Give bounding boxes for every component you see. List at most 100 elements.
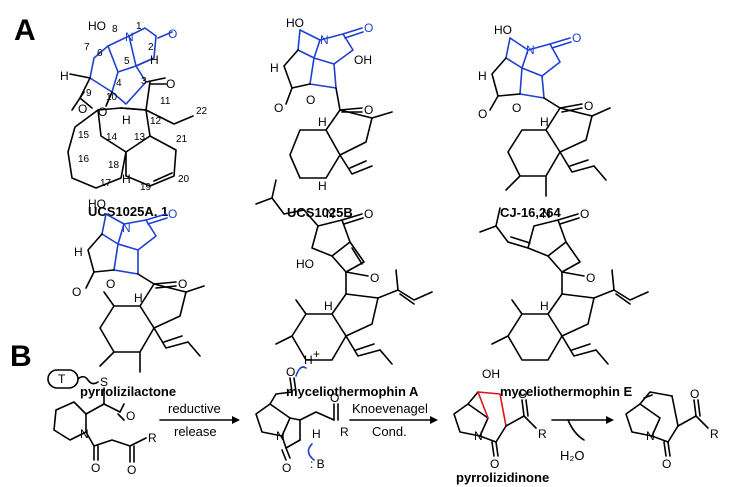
cj16264-o-lactone: O — [512, 101, 521, 115]
step2-label-top: Knoevenagel — [352, 401, 428, 416]
pyrrolizilactone-o-ketone: O — [178, 277, 187, 291]
ucs1025a-h18: H — [122, 172, 131, 186]
num-1: 1 — [136, 21, 142, 32]
intermediate-r: R — [340, 425, 349, 439]
pyrrolizilactone-o-carbonyl: O — [72, 285, 81, 299]
label-pyrrolizilactone: pyrrolizilactone — [80, 384, 176, 399]
ucs1025a-o-lactone: O — [98, 105, 107, 119]
step1-label-bottom: release — [174, 424, 217, 439]
pyrrolizidinone-oh: OH — [482, 367, 500, 381]
structure-myceliothermophin-e — [479, 207, 649, 365]
num-20: 20 — [178, 174, 190, 185]
product-o-ketone: O — [690, 387, 699, 401]
curly-arrow-deprotonation — [307, 443, 315, 461]
pyrrolizilactone-h13: H — [134, 291, 143, 305]
ucs1025a-ho: HO — [88, 19, 106, 33]
structure-aldehyde-intermediate — [255, 377, 339, 461]
panel-label-b: B — [10, 340, 32, 373]
cj16264-n: N — [526, 43, 535, 57]
num-15: 15 — [78, 130, 90, 141]
myceliothermophin-a-o-lactam: O — [364, 207, 373, 221]
ucs1025a-n: N — [125, 30, 134, 44]
precursor-n: N — [80, 427, 89, 441]
ucs1025a-o-carbonyl: O — [78, 102, 87, 116]
myceliothermophin-e-o-ketone: O — [586, 271, 595, 285]
num-22: 22 — [196, 106, 208, 117]
num-17: 17 — [100, 178, 112, 189]
pyrrolizilactone-n: N — [122, 221, 131, 235]
label-ucs1025b: UCS1025B — [287, 205, 353, 220]
product-n: N — [646, 429, 655, 443]
num-2: 2 — [148, 42, 154, 53]
num-6: 6 — [97, 48, 103, 59]
num-13: 13 — [134, 132, 146, 143]
ucs1025b-o-lactam: O — [364, 21, 373, 35]
ucs1025b-n: N — [320, 33, 329, 47]
step2-label-bottom: Cond. — [372, 424, 407, 439]
panel-label-a: A — [14, 14, 36, 47]
precursor-o1: O — [91, 461, 100, 475]
intermediate-n: N — [276, 429, 285, 443]
ucs1025a-h13: H — [122, 113, 131, 127]
precursor-o-thioester: O — [126, 409, 135, 423]
product-o-amide: O — [662, 457, 671, 471]
ucs1025b-oh: OH — [354, 53, 372, 67]
structure-ucs1025b — [283, 27, 393, 179]
precursor-o2: O — [127, 463, 136, 477]
myceliothermophin-a-ho: HO — [296, 257, 314, 271]
myceliothermophin-e-h: H — [540, 299, 549, 313]
structure-cj16264 — [489, 37, 611, 197]
myceliothermophin-a-o-ketone: O — [370, 271, 379, 285]
ucs1025a-o-lactam: O — [168, 27, 177, 41]
label-pyrrolizidinone: pyrrolizidinone — [456, 470, 549, 485]
pyrrolizilactone-h6: H — [74, 245, 83, 259]
precursor-r: R — [148, 431, 157, 445]
proton-plus: + — [313, 347, 320, 361]
num-8: 8 — [112, 24, 118, 35]
label-cj16264: CJ-16,264 — [500, 205, 561, 220]
product-r: R — [710, 427, 719, 441]
ucs1025a-h3: H — [150, 53, 159, 67]
label-myceliothermophin-a: myceliothermophin A — [286, 384, 419, 399]
myceliothermophin-a-nh: N — [326, 207, 335, 221]
intermediate-o-amide: O — [282, 461, 291, 475]
num-16: 16 — [78, 154, 90, 165]
pyrrolizidinone-r: R — [538, 427, 547, 441]
num-12: 12 — [150, 116, 162, 127]
ucs1025b-h6: H — [270, 61, 279, 75]
cj16264-o-lactam: O — [572, 31, 581, 45]
ucs1025b-ho: HO — [286, 16, 304, 30]
cj16264-h13: H — [540, 115, 549, 129]
aldehyde-o: O — [286, 365, 295, 379]
num-19: 19 — [140, 182, 152, 193]
structure-thioester-precursor — [47, 369, 147, 463]
pyrrolizilactone-o-lactone: O — [106, 277, 115, 291]
structure-ucs1025a — [67, 27, 194, 189]
cj16264-o-carbonyl: O — [478, 107, 487, 121]
precursor-s: S — [100, 375, 108, 389]
ucs1025b-o-lactone: O — [306, 93, 315, 107]
pyrrolizilactone-o-lactam: O — [168, 207, 177, 221]
num-11: 11 — [160, 96, 171, 107]
structure-final-product — [625, 391, 709, 457]
proton-h: H — [304, 353, 313, 367]
structure-pyrrolizidinone — [453, 391, 537, 457]
pyrrolizidinone-o-ketone: O — [518, 387, 527, 401]
ucs1025b-h13: H — [318, 115, 327, 129]
cj16264-o-ketone: O — [584, 99, 593, 113]
thiolation-domain-t: T — [58, 372, 66, 386]
curly-arrow-protonation — [295, 366, 307, 377]
num-18: 18 — [108, 160, 120, 171]
cj16264-h6: H — [478, 69, 487, 83]
myceliothermophin-e-o-lactam: O — [580, 207, 589, 221]
num-4: 4 — [116, 78, 122, 89]
intermediate-o-ketone: O — [330, 391, 339, 405]
step1-label-top: reductive — [168, 401, 221, 416]
structure-pyrrolizilactone — [85, 213, 205, 373]
num-7: 7 — [84, 42, 90, 53]
intermediate-h-alpha: H — [312, 427, 321, 441]
ucs1025b-h18: H — [318, 179, 327, 193]
num-3: 3 — [141, 76, 147, 87]
byproduct-water: H₂O — [560, 448, 585, 463]
